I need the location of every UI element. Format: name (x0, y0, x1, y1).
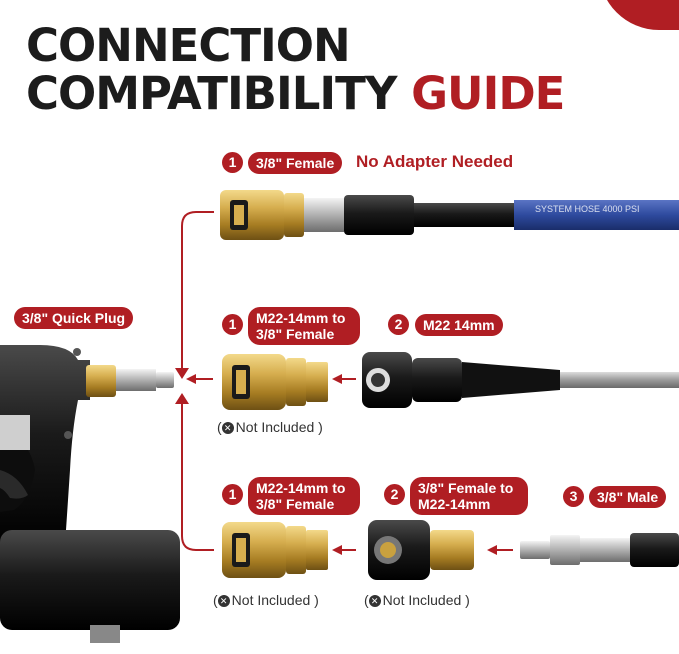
quick-plug-tag: 3/8" Quick Plug (14, 307, 134, 329)
row3-tag-2-line2: M22-14mm (418, 496, 491, 512)
row2-adapter-illustration (222, 354, 328, 410)
row3-tag-2: 3/8" Female to M22-14mm (410, 477, 528, 515)
title-accent: GUIDE (411, 67, 565, 120)
row2-m22-wand-illustration (362, 352, 679, 408)
row2-tag-1-line1: M22-14mm to (256, 310, 346, 326)
row3-tag-1-line1: M22-14mm to (256, 480, 346, 496)
row3-male-plug-illustration (520, 533, 679, 567)
row2-not-included-text: Not Included (235, 419, 315, 435)
page-title: CONNECTION COMPATIBILITY GUIDE (26, 19, 565, 120)
row3-step-1-number: 1 (222, 484, 243, 505)
row3-not-included-2-text: Not Included (382, 592, 462, 608)
row2-tag-2: M22 14mm (415, 314, 503, 336)
row3-not-included-1: (✕Not Included ) (213, 592, 319, 608)
row3-tag-3: 3/8" Male (589, 486, 667, 508)
row2-tag-1: M22-14mm to 3/8" Female (248, 307, 360, 345)
title-line-2-text: COMPATIBILITY (26, 67, 397, 120)
row1-step-number: 1 (222, 152, 243, 173)
row3-step-2-number: 2 (384, 484, 405, 505)
row3-female-to-m22-illustration (368, 520, 474, 580)
connection-lines (181, 211, 214, 551)
row2-step-2-number: 2 (388, 314, 409, 335)
row2-step-1-number: 1 (222, 314, 243, 335)
row1-tag: 3/8" Female (248, 152, 343, 174)
row3-tag-2-line1: 3/8" Female to (418, 480, 514, 496)
row1-no-adapter-note: No Adapter Needed (356, 152, 514, 171)
x-circle-icon: ✕ (217, 595, 230, 607)
row3-tag-1: M22-14mm to 3/8" Female (248, 477, 360, 515)
row3-not-included-2: (✕Not Included ) (364, 592, 470, 608)
line-row3 (181, 404, 214, 551)
title-line-1: CONNECTION (26, 19, 351, 72)
spray-gun-illustration (0, 345, 180, 643)
x-circle-icon: ✕ (368, 595, 381, 607)
x-circle-icon: ✕ (221, 422, 234, 434)
row2-tag-1-line2: 3/8" Female (256, 326, 335, 342)
arrow-left-icon (175, 368, 513, 555)
row1-hose-illustration: SYSTEM HOSE 4000 PSI (220, 190, 679, 240)
title-line-2: COMPATIBILITY GUIDE (26, 67, 565, 120)
row3-tag-1-line2: 3/8" Female (256, 496, 335, 512)
row3-adapter-illustration (222, 522, 328, 578)
hose-print-text: SYSTEM HOSE 4000 PSI (535, 204, 640, 214)
row2-not-included: (✕Not Included ) (217, 419, 323, 435)
line-row1 (181, 211, 214, 368)
row3-not-included-1-text: Not Included (231, 592, 311, 608)
row3-step-3-number: 3 (563, 486, 584, 507)
